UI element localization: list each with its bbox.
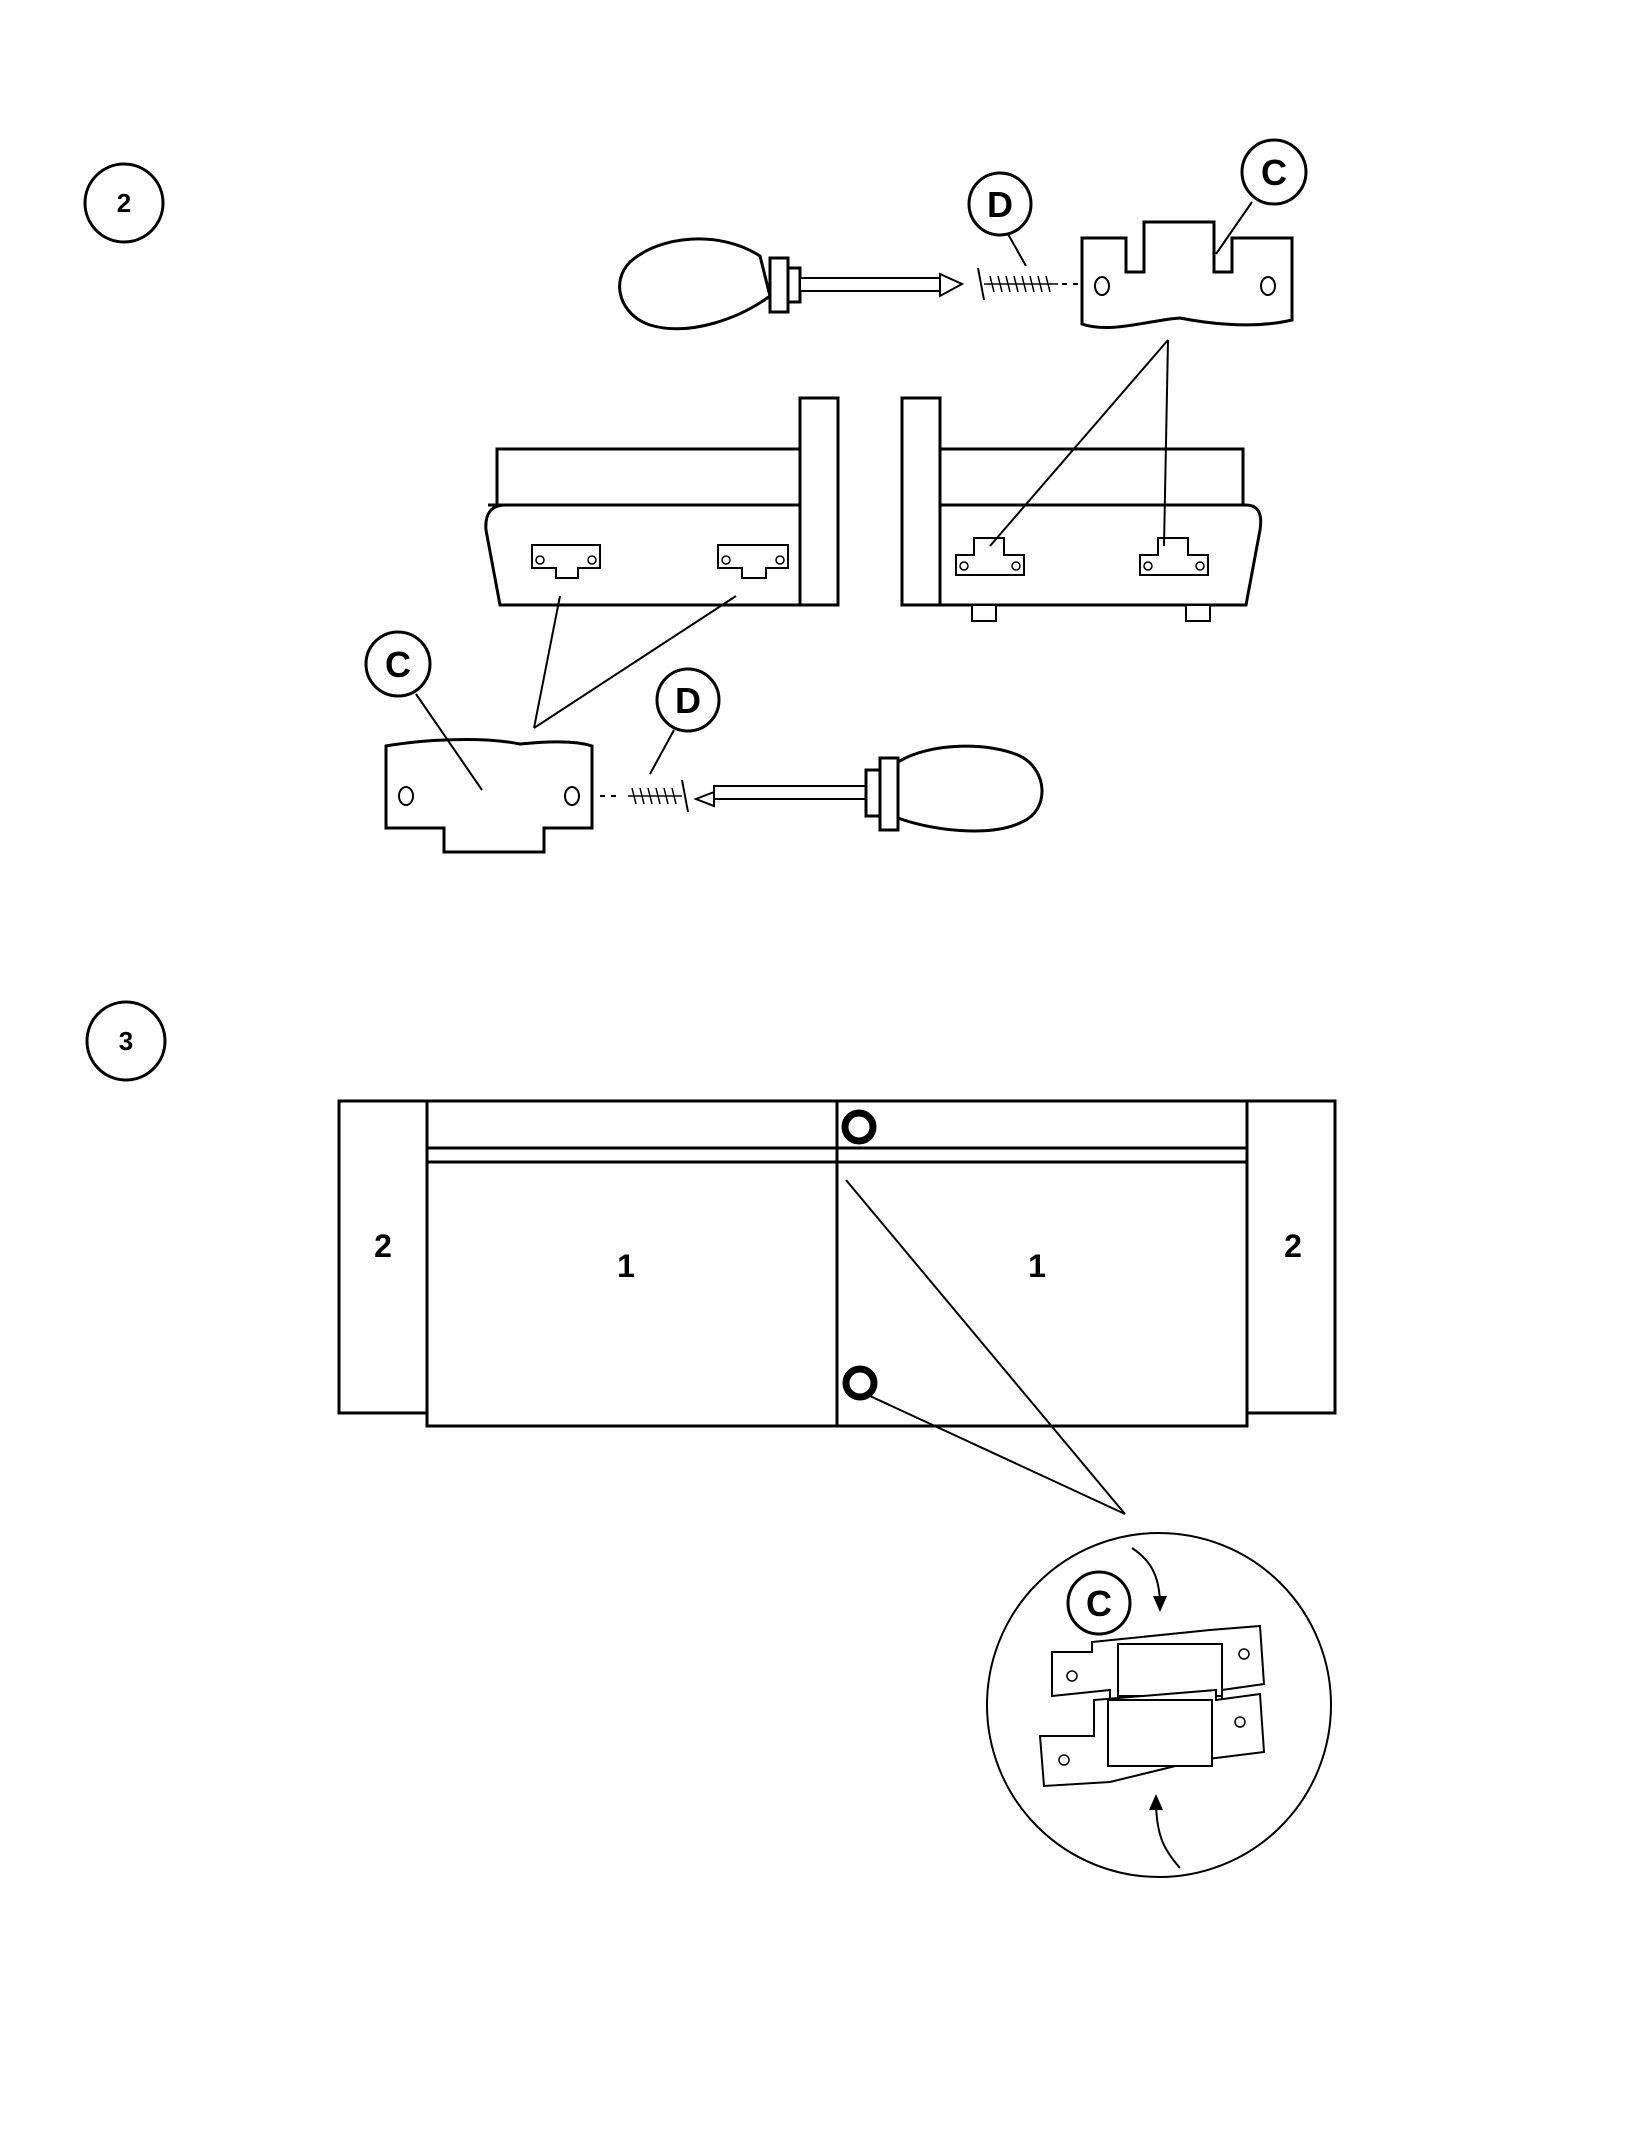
section-arm-right-label: 2 (1284, 1228, 1302, 1264)
screw-icon (600, 779, 689, 813)
screwdriver-icon (693, 744, 1044, 833)
section-seat-right-label: 1 (1028, 1248, 1046, 1284)
step-3-badge: 3 (85, 1000, 167, 1082)
screw-icon (977, 267, 1084, 301)
callout-d-bottom: D (649, 667, 721, 775)
callout-c-detail: C (1066, 1570, 1132, 1636)
callout-d-bottom-label: D (675, 680, 701, 721)
callout-c-top-label: C (1261, 152, 1287, 193)
callout-c-bottom-label: C (385, 644, 411, 685)
step-2-badge: 2 (83, 162, 165, 244)
section-seat-left-label: 1 (617, 1248, 635, 1284)
connector-bracket-icon (1080, 220, 1294, 330)
section-arm-left-label: 2 (374, 1228, 392, 1264)
callout-c-detail-label: C (1086, 1583, 1112, 1624)
screwdriver-icon (618, 237, 965, 331)
leader-lines-detail (845, 1179, 1126, 1515)
detail-circle (986, 1532, 1332, 1878)
callout-c-top: C (1215, 138, 1308, 255)
connector-bracket-icon (384, 738, 594, 854)
step-2-number: 2 (117, 188, 131, 218)
callout-d-top: D (967, 171, 1033, 267)
sofa-section-left (484, 396, 840, 607)
callout-d-top-label: D (987, 184, 1013, 225)
sofa-section-right (900, 396, 1263, 622)
step-3-number: 3 (119, 1026, 133, 1056)
leader-lines-bottom (533, 595, 737, 729)
callout-c-bottom: C (364, 630, 483, 791)
sofa-top-view (337, 1099, 1337, 1428)
leader-lines-top (989, 339, 1169, 547)
